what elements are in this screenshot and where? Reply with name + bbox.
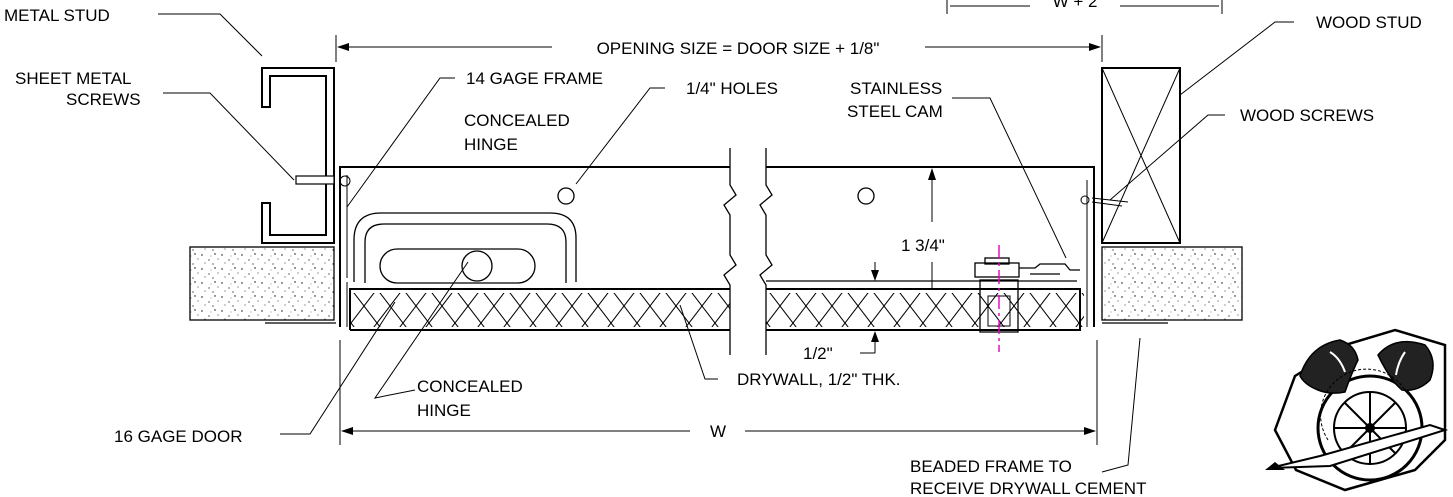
label-stainless-1: STAINLESS	[850, 79, 942, 98]
label-wood-stud: WOOD STUD	[1316, 13, 1422, 32]
label-wood-screws: WOOD SCREWS	[1240, 106, 1374, 125]
opening-size-label: OPENING SIZE = DOOR SIZE + 1/8"	[597, 39, 880, 58]
label-sheet-metal-2: SCREWS	[66, 90, 141, 109]
width-label: W	[710, 422, 726, 441]
frame-14-gage	[339, 166, 1095, 327]
label-sheet-metal-1: SHEET METAL	[15, 69, 132, 88]
hole-left	[557, 187, 575, 205]
depth-dimension	[928, 168, 936, 288]
label-concealed-hinge-bottom-1: CONCEALED	[417, 377, 523, 396]
half-inch-label: 1/2"	[803, 344, 833, 363]
door-panel-left	[349, 288, 730, 331]
left-wall-board	[189, 246, 336, 324]
concealed-hinge	[353, 212, 577, 284]
depth-label: 1 3/4"	[901, 236, 945, 255]
wood-stud	[1101, 67, 1181, 244]
label-beaded-frame-1: BEADED FRAME TO	[910, 457, 1072, 476]
top-partial-label: W + 2	[1053, 0, 1098, 11]
label-beaded-frame-2: RECEIVE DRYWALL CEMENT	[910, 479, 1146, 497]
half-inch-dimension	[860, 262, 879, 354]
width-dimension	[339, 340, 1098, 445]
label-concealed-hinge-top-2: HINGE	[464, 135, 518, 154]
stainless-steel-cam	[974, 245, 1080, 352]
label-metal-stud: METAL STUD	[4, 6, 110, 25]
label-16-gage-door: 16 GAGE DOOR	[114, 427, 242, 446]
leader-lines	[158, 13, 1294, 473]
hole-right	[857, 187, 875, 205]
label-stainless-2: STEEL CAM	[847, 102, 943, 121]
label-14-gage-frame: 14 GAGE FRAME	[466, 69, 603, 88]
opening-size-dimension	[335, 35, 1103, 62]
label-drywall: DRYWALL, 1/2" THK.	[737, 370, 901, 389]
door-panel-right	[766, 288, 1084, 331]
break-lines	[723, 148, 773, 355]
metal-stud	[261, 67, 335, 244]
label-concealed-hinge-bottom-2: HINGE	[417, 401, 471, 420]
sheet-metal-screw	[295, 175, 351, 187]
label-holes: 1/4" HOLES	[686, 79, 778, 98]
label-concealed-hinge-top-1: CONCEALED	[464, 111, 570, 130]
right-wall-board	[1101, 246, 1243, 324]
union-seal-logo	[1265, 328, 1449, 492]
top-partial-dimension	[946, 0, 1223, 14]
